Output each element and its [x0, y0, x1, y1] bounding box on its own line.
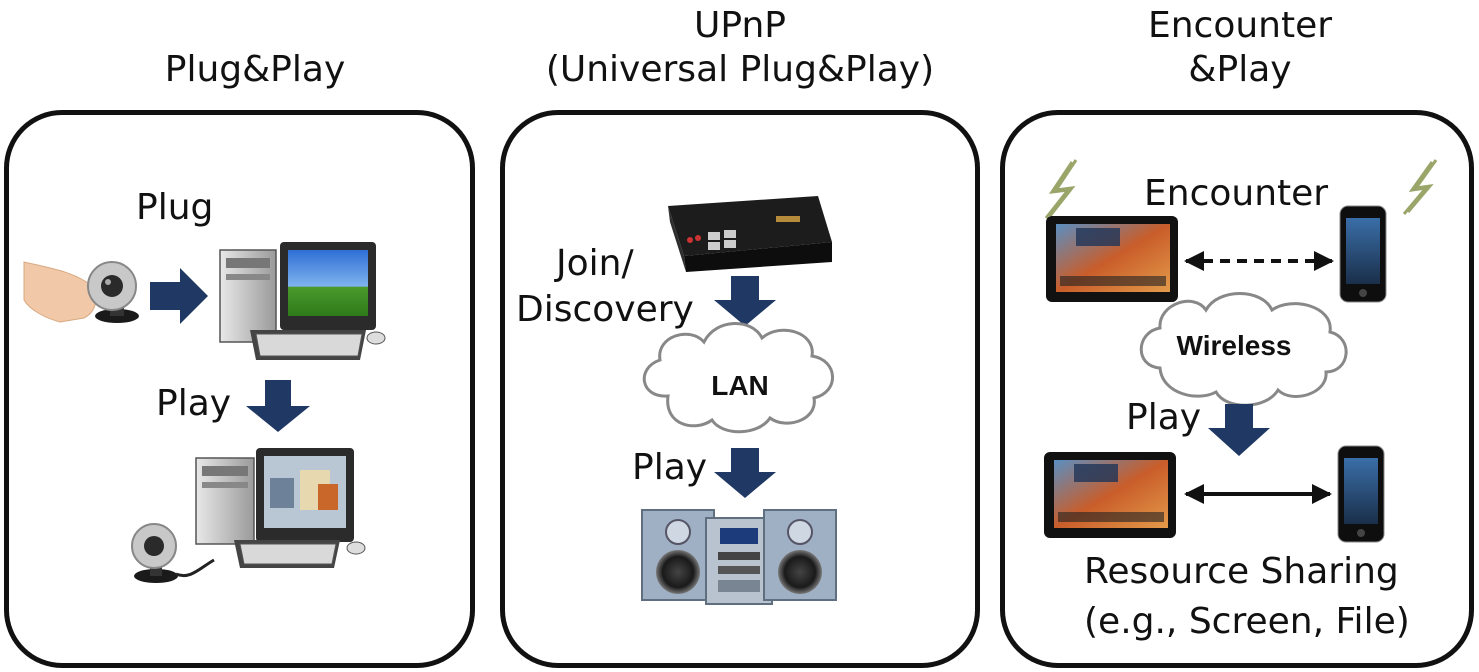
panel3-title-line1: Encounter: [1147, 5, 1333, 46]
encounter-label: Encounter: [1144, 173, 1329, 214]
panel-upnp: [500, 110, 980, 668]
play-label-panel2: Play: [632, 447, 708, 488]
panel2-title: UPnP (Universal Plug&Play): [546, 4, 934, 92]
play-arrow-panel3: [1208, 404, 1270, 456]
desktop-computer-icon: [219, 242, 386, 360]
play-arrow-panel2: [714, 448, 776, 498]
plug-label: Plug: [136, 187, 214, 228]
join-label: Join/: [556, 243, 634, 284]
wireless-cloud-icon: [1139, 292, 1348, 407]
desktop-with-webcam-icon: [131, 448, 366, 583]
panel2-title-line1: UPnP: [694, 5, 786, 46]
tablet-icon: [1044, 452, 1176, 538]
discovery-label: Discovery: [516, 289, 694, 330]
lan-cloud-label: LAN: [711, 370, 769, 401]
join-arrow: [714, 276, 776, 326]
network-device-icon: [668, 196, 832, 272]
resource-sharing-examples-label: (e.g., Screen, File): [1084, 601, 1410, 642]
hand-with-webcam-icon: [23, 261, 139, 323]
resource-sharing-label: Resource Sharing: [1084, 551, 1399, 592]
panel1-title-line1: Plug&Play: [164, 49, 346, 90]
panel3-title-line2: &Play: [1188, 49, 1292, 90]
panel-encounter-and-play: [1000, 110, 1474, 668]
wireless-signal-icon: [1044, 159, 1078, 219]
panel3-title: Encounter &Play: [1148, 4, 1332, 92]
lan-cloud-icon: [642, 322, 834, 434]
play-label-panel3: Play: [1126, 397, 1202, 438]
panel1-title: Plug&Play: [165, 48, 346, 92]
smartphone-icon: [1337, 445, 1385, 543]
plug-arrow: [150, 268, 208, 324]
wireless-cloud-label: Wireless: [1176, 330, 1292, 361]
play-label-panel1: Play: [156, 383, 232, 424]
panel2-title-line2: (Universal Plug&Play): [545, 49, 935, 90]
tablet-icon: [1046, 216, 1178, 302]
stereo-system-icon: [641, 509, 837, 605]
panel-plug-and-play: [4, 110, 475, 668]
play-arrow-panel1: [246, 380, 310, 432]
smartphone-icon: [1339, 205, 1387, 303]
wireless-signal-icon: [1402, 159, 1438, 215]
